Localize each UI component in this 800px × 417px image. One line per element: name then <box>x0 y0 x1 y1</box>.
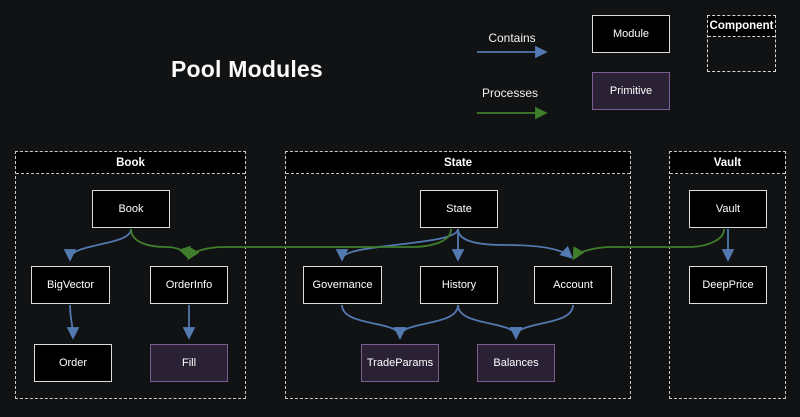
node-orderinfo-label: OrderInfo <box>165 279 213 291</box>
state-container-title: State <box>286 152 630 174</box>
edge-book-bigvector <box>63 228 132 262</box>
edge-history-tradeparams <box>393 304 459 340</box>
node-tradeparams-label: TradeParams <box>366 357 434 369</box>
page-title: Pool Modules <box>171 56 323 82</box>
node-vault: Vault <box>689 190 767 228</box>
node-book-label: Book <box>118 203 144 215</box>
node-bigvector: BigVector <box>31 266 110 304</box>
vault-container: Vault <box>669 151 786 399</box>
node-vault-label: Vault <box>715 203 741 215</box>
legend-processes-label: Processes <box>481 86 539 100</box>
legend-primitive-box: Primitive <box>592 72 670 110</box>
vault-container-title: Vault <box>670 152 785 174</box>
edge-book-orderinfo <box>130 228 191 260</box>
node-account: Account <box>534 266 612 304</box>
node-orderinfo: OrderInfo <box>150 266 228 304</box>
node-state: State <box>420 190 498 228</box>
node-book: Book <box>92 190 170 228</box>
edge-vault-account <box>572 228 725 261</box>
legend-component-box: Component <box>707 15 776 72</box>
node-bigvector-label: BigVector <box>46 279 95 291</box>
node-history: History <box>420 266 498 304</box>
edge-history-balances <box>457 304 523 340</box>
legend-component-label: Component <box>708 16 775 37</box>
node-state-label: State <box>446 203 472 215</box>
book-container-title: Book <box>16 152 245 174</box>
edge-governance-tradeparams <box>341 304 407 340</box>
node-balances-label: Balances <box>493 357 539 369</box>
edge-account-balances <box>509 304 574 340</box>
legend-module-label: Module <box>612 28 650 40</box>
legend-contains-label: Contains <box>488 31 536 45</box>
node-governance-label: Governance <box>312 279 373 291</box>
node-order-label: Order <box>58 357 88 369</box>
node-balances: Balances <box>477 344 555 382</box>
edge-bigvector-order <box>66 304 80 340</box>
legend-module-box: Module <box>592 15 670 53</box>
node-deepprice-label: DeepPrice <box>702 279 754 291</box>
node-fill: Fill <box>150 344 228 382</box>
edge-state-orderinfo <box>187 228 452 261</box>
node-order: Order <box>34 344 112 382</box>
legend-primitive-label: Primitive <box>609 85 653 97</box>
node-fill-label: Fill <box>181 357 197 369</box>
node-governance: Governance <box>303 266 382 304</box>
state-container: State <box>285 151 631 399</box>
node-history-label: History <box>441 279 477 291</box>
edge-state-account <box>457 228 574 259</box>
node-deepprice: DeepPrice <box>689 266 767 304</box>
node-account-label: Account <box>553 279 593 291</box>
node-tradeparams: TradeParams <box>361 344 439 382</box>
book-container: Book <box>15 151 246 399</box>
edge-state-governance <box>335 228 459 262</box>
